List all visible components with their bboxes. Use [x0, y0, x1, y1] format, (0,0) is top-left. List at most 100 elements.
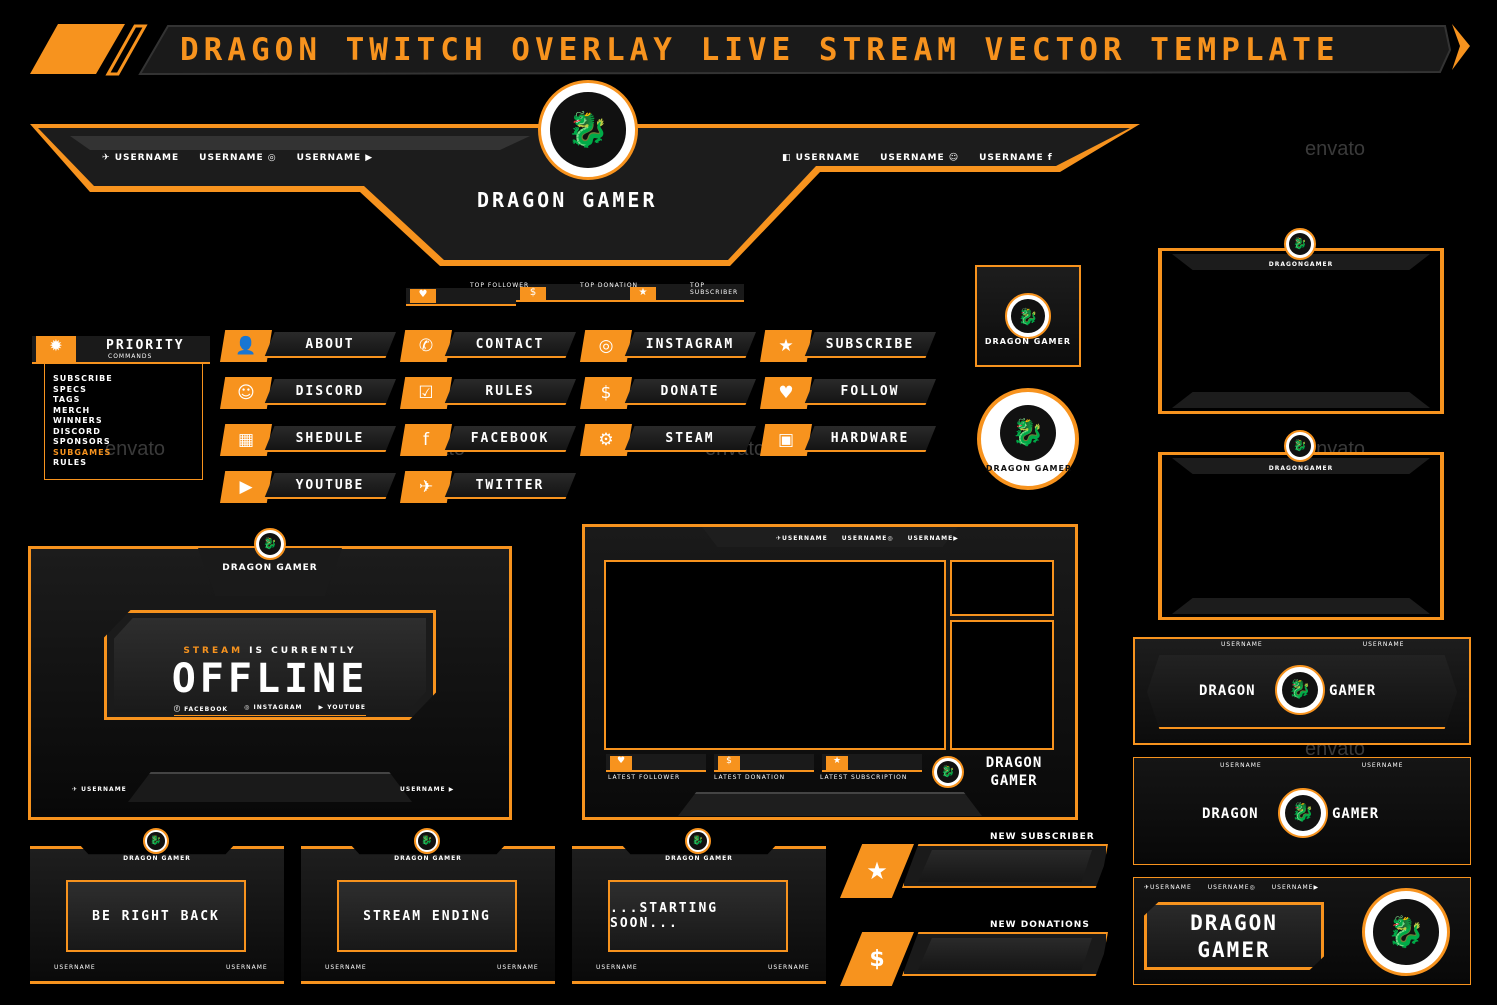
youtube-icon: ▶ — [220, 471, 272, 503]
latest-stats: ♥ $ ★ — [606, 754, 922, 776]
top-stats-strip: ♥ $ ★ TOP FOLLOWER TOP DONATION TOP SUBS… — [406, 282, 746, 308]
heart-icon: ♥ — [760, 377, 812, 409]
top-donation-label: TOP DONATION — [580, 282, 639, 289]
list-item: SPONSORS — [53, 437, 111, 446]
dragon-logo-icon: 🐉 — [1278, 788, 1328, 838]
top-follower-label: TOP FOLLOWER — [470, 282, 530, 289]
banner-username: USERNAME — [1220, 762, 1262, 769]
list-item: TAGS — [53, 395, 81, 404]
scene-name: DRAGON GAMER — [394, 855, 462, 862]
youtube-link[interactable]: ▶ YOUTUBE — [318, 704, 366, 711]
subscribe-button[interactable]: ★SUBSCRIBE — [760, 330, 938, 362]
instagram-button[interactable]: ◎INSTAGRAM — [580, 330, 758, 362]
dragon-logo-icon: 🐉 — [1362, 888, 1450, 976]
instagram-icon: ◎ — [580, 330, 632, 362]
follow-button[interactable]: ♥FOLLOW — [760, 377, 938, 409]
top-subscriber-bar: ★ — [626, 284, 744, 302]
envato-watermark: envato — [105, 438, 166, 460]
latest-donation-label: LATEST DONATION — [714, 774, 786, 781]
banner-name-left: DRAGON — [1199, 683, 1256, 699]
user-icon: 👤 — [220, 330, 272, 362]
banner-name-right: GAMER — [1329, 683, 1377, 699]
list-item: SUBGAMES — [53, 447, 112, 457]
latest-follower-label: LATEST FOLLOWER — [608, 774, 681, 781]
scene-user-left: USERNAME — [325, 964, 367, 971]
cam-frame: 🐉 DRAGONGAMER — [1158, 228, 1444, 414]
dragon-logo-icon: 🐉 — [685, 828, 711, 854]
dragon-logo-icon: 🐉 — [932, 756, 964, 788]
offline-kicker: STREAM IS CURRENTLY — [183, 646, 357, 656]
instagram-username[interactable]: USERNAME ◎ — [199, 153, 277, 163]
discord-button[interactable]: ☺DISCORD — [220, 377, 398, 409]
instagram-username[interactable]: USERNAME◎ — [1207, 884, 1256, 891]
banner-name-left: DRAGON — [1202, 806, 1259, 822]
banner-name-right: GAMER — [1332, 806, 1380, 822]
dragon-logo-icon: 🐉 — [1284, 228, 1316, 260]
header-socials-left: ✈ USERNAME USERNAME ◎ USERNAME ▶ — [102, 153, 373, 163]
scene-message: ...STARTING SOON... — [608, 880, 788, 952]
twitch-username[interactable]: ◧ USERNAME — [782, 153, 861, 163]
star-icon: ★ — [760, 330, 812, 362]
twitter-username[interactable]: ✈USERNAME — [776, 535, 828, 542]
offline-user-left[interactable]: ✈ USERNAME — [72, 786, 127, 793]
offline-headline: OFFLINE — [171, 656, 369, 702]
list-item: WINNERS — [53, 416, 103, 425]
chat-area — [950, 620, 1054, 750]
priority-subtitle: COMMANDS — [108, 353, 153, 360]
badge-name: DRAGON GAMER — [985, 464, 1073, 473]
webcam-name: DRAGON GAMER — [984, 337, 1072, 346]
new-donations-alert: $ NEW DONATIONS — [840, 920, 1108, 986]
top-subscriber-label: TOP SUBSCRIBER — [690, 282, 739, 296]
page-title: DRAGON TWITCH OVERLAY LIVE STREAM VECTOR… — [180, 32, 1340, 68]
facebook-icon: f — [400, 424, 452, 456]
scene-user-left: USERNAME — [596, 964, 638, 971]
schedule-button[interactable]: ▦SHEDULE — [220, 424, 398, 456]
scene-user-right: USERNAME — [226, 964, 268, 971]
rules-button[interactable]: ☑RULES — [400, 377, 578, 409]
scene-name: DRAGON GAMER — [123, 855, 191, 862]
banner-username: USERNAME — [1361, 762, 1404, 769]
facebook-link[interactable]: ⓕ FACEBOOK — [174, 706, 229, 713]
facebook-username[interactable]: USERNAME f — [979, 153, 1053, 163]
latest-subscription-label: LATEST SUBSCRIPTION — [820, 774, 908, 781]
webcam-square: 🐉 DRAGON GAMER — [975, 265, 1081, 367]
offline-user-right[interactable]: USERNAME ▶ — [400, 786, 455, 793]
offline-name: DRAGON GAMER — [222, 563, 318, 573]
youtube-button[interactable]: ▶YOUTUBE — [220, 471, 398, 503]
contact-button[interactable]: ✆CONTACT — [400, 330, 578, 362]
priority-commands-panel: ✹ PRIORITY COMMANDS SUBSCRIBE SPECS TAGS… — [32, 336, 212, 482]
bug-icon: ✹ — [36, 336, 76, 364]
instagram-link[interactable]: ◎ INSTAGRAM — [244, 704, 303, 711]
youtube-username[interactable]: USERNAME▶ — [907, 535, 959, 542]
cam-frame-name: DRAGONGAMER — [1268, 465, 1334, 472]
twitter-username[interactable]: ✈ USERNAME — [102, 153, 180, 163]
youtube-username[interactable]: USERNAME ▶ — [296, 153, 374, 163]
steam-button[interactable]: ⚙STEAM — [580, 424, 758, 456]
dragon-logo-icon: 🐉 — [538, 80, 638, 180]
header-overlay-shape — [30, 124, 1140, 266]
hardware-icon: ▣ — [760, 424, 812, 456]
new-subscriber-alert: ★ NEW SUBSCRIBER — [840, 832, 1108, 898]
about-button[interactable]: 👤ABOUT — [220, 330, 398, 362]
title-banner-shape — [30, 24, 1470, 76]
hardware-button[interactable]: ▣HARDWARE — [760, 424, 938, 456]
instagram-username[interactable]: USERNAME◎ — [841, 535, 894, 542]
twitter-button[interactable]: ✈TWITTER — [400, 471, 578, 503]
donate-button[interactable]: $DONATE — [580, 377, 758, 409]
header-name: DRAGON GAMER — [477, 188, 658, 212]
priority-title: PRIORITY — [106, 338, 185, 353]
starting-soon-scene: 🐉 DRAGON GAMER ...STARTING SOON... USERN… — [568, 828, 830, 988]
twitter-username[interactable]: ✈USERNAME — [1144, 884, 1192, 891]
discord-username[interactable]: USERNAME ☺ — [880, 153, 960, 163]
steam-icon: ⚙ — [580, 424, 632, 456]
scene-user-right: USERNAME — [768, 964, 810, 971]
youtube-username[interactable]: USERNAME▶ — [1271, 884, 1320, 891]
clipboard-icon: ☑ — [400, 377, 452, 409]
webcam-area — [950, 560, 1054, 616]
offline-socials: ⓕ FACEBOOK ◎ INSTAGRAM ▶ YOUTUBE — [174, 704, 366, 716]
dragon-logo-icon: 🐉 — [143, 828, 169, 854]
